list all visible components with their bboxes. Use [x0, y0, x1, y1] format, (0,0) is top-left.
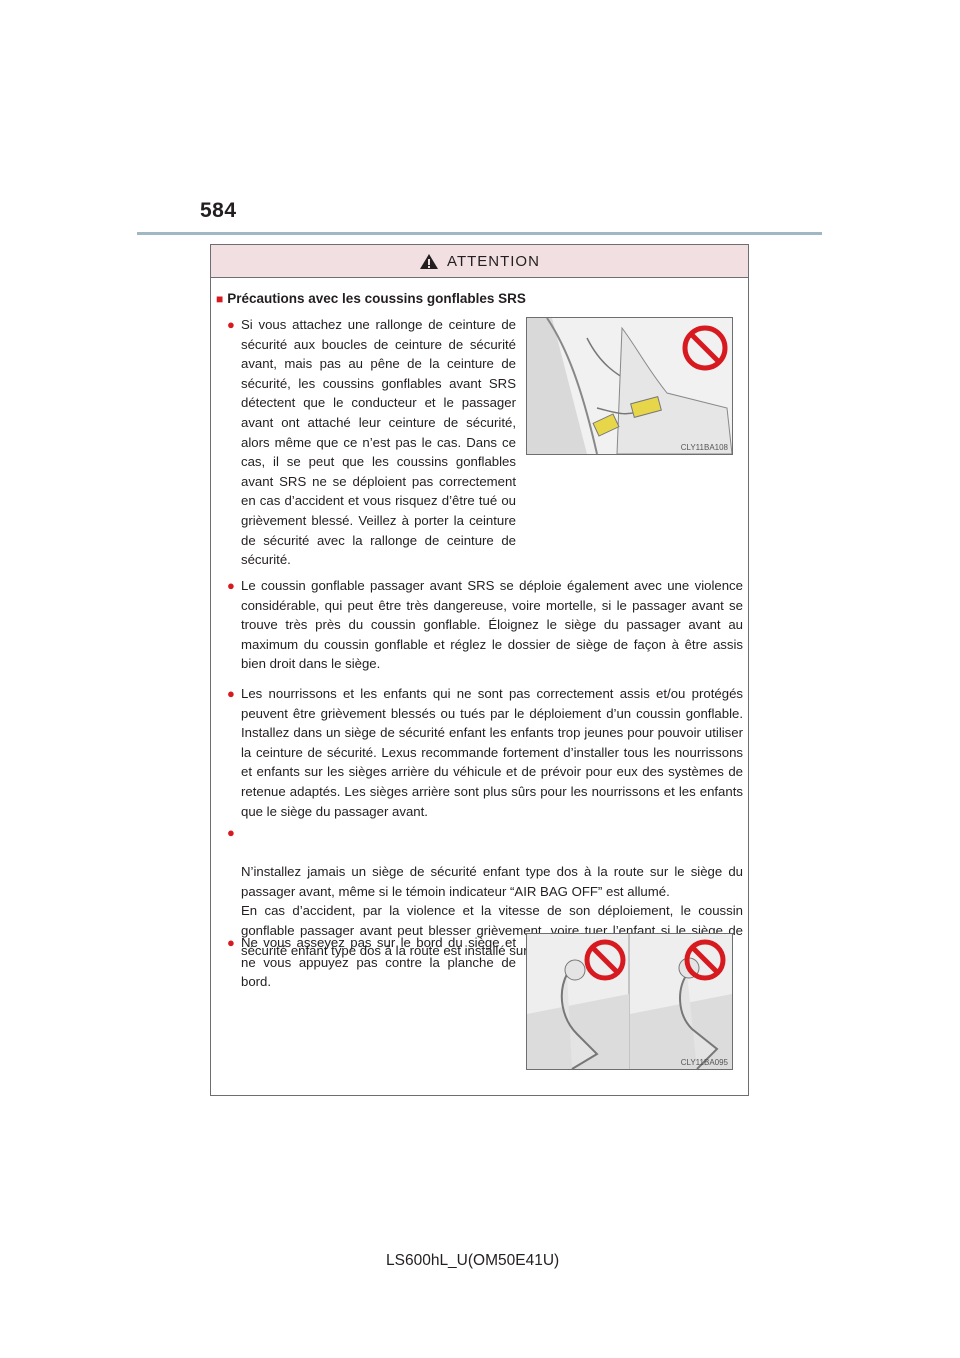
bullet-text: Si vous attachez une rallonge de ceintur… — [241, 317, 516, 568]
bullet-text: Ne vous asseyez pas sur le bord du siège… — [241, 935, 516, 990]
bullet-dot-icon: ● — [227, 935, 235, 950]
section-title: ■Précautions avec les coussins gonflable… — [216, 291, 526, 306]
warning-header-label: ATTENTION — [447, 252, 540, 270]
bullet-text: Le coussin gonflable passager avant SRS … — [241, 578, 743, 672]
header-rule — [137, 232, 822, 235]
bullet-item-seat-edge: ● Ne vous asseyez pas sur le bord du siè… — [227, 933, 516, 992]
seat-edge-illustration — [527, 934, 732, 1069]
page-number: 584 — [200, 199, 237, 222]
figure-code: CLY11BA108 — [680, 443, 728, 452]
section-title-text: Précautions avec les coussins gonflables… — [227, 291, 526, 306]
bullet-item-seatbelt-extender: ● Si vous attachez une rallonge de ceint… — [227, 315, 516, 570]
bullet-dot-icon: ● — [227, 825, 235, 840]
bullet-dot-icon: ● — [227, 578, 235, 593]
seatbelt-illustration — [527, 318, 732, 454]
figure-code: CLY11BA095 — [680, 1058, 728, 1067]
bullet-dot-icon: ● — [227, 686, 235, 701]
footer-code: LS600hL_U(OM50E41U) — [386, 1252, 560, 1269]
warning-triangle-icon — [420, 253, 439, 269]
figure-seatbelt-extender: CLY11BA108 — [526, 317, 733, 455]
warning-box: ATTENTION ■Précautions avec les coussins… — [210, 244, 749, 1096]
square-bullet-icon: ■ — [216, 292, 224, 306]
bullet-item-children: ● Les nourrissons et les enfants qui ne … — [227, 684, 743, 821]
bullet-item-passenger-airbag: ● Le coussin gonflable passager avant SR… — [227, 576, 743, 674]
warning-header: ATTENTION — [211, 245, 748, 278]
bullet-text: Les nourrissons et les enfants qui ne so… — [241, 686, 743, 819]
figure-seat-edge: CLY11BA095 — [526, 933, 733, 1070]
bullet-dot-icon: ● — [227, 317, 235, 332]
